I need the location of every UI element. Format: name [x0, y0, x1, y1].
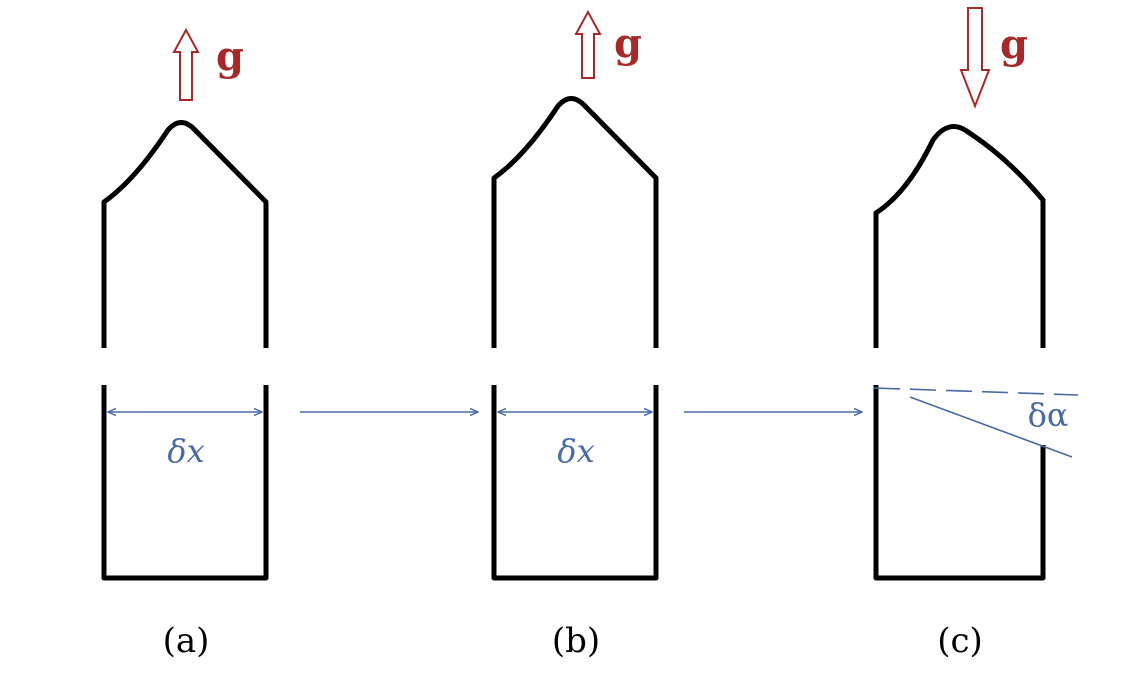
panel-b-upper-outline — [491, 96, 659, 348]
panel-a-upper-outline — [101, 120, 269, 348]
panel-c-gravity-label: g — [1000, 21, 1028, 68]
panel-c-tilt-line — [909, 396, 1073, 458]
panel-b: g δx (b) — [491, 9, 659, 661]
panel-b-lower-outline — [491, 385, 659, 581]
panel-b-measure-label: δx — [557, 432, 594, 470]
panel-a: g δx (a) — [101, 27, 269, 661]
panel-c: g δα (c) — [873, 7, 1079, 661]
panel-c-gravity-arrow — [959, 7, 991, 109]
panel-a-gravity-arrow — [172, 27, 200, 101]
panel-a-caption: (a) — [163, 621, 210, 661]
panel-a-lower-outline — [101, 385, 269, 581]
panel-a-measure-label: δx — [167, 432, 204, 470]
panel-b-gravity-label: g — [614, 20, 642, 67]
panel-a-gravity-label: g — [216, 33, 244, 80]
panel-b-gravity-arrow — [574, 9, 602, 79]
panel-b-caption: (b) — [552, 621, 600, 661]
panel-c-upper-outline — [873, 124, 1046, 348]
panel-c-lower-outline — [873, 385, 1046, 581]
panel-c-reference-line — [873, 387, 1079, 396]
panel-c-caption: (c) — [937, 621, 983, 661]
panel-c-measure-label: δα — [1028, 396, 1069, 434]
